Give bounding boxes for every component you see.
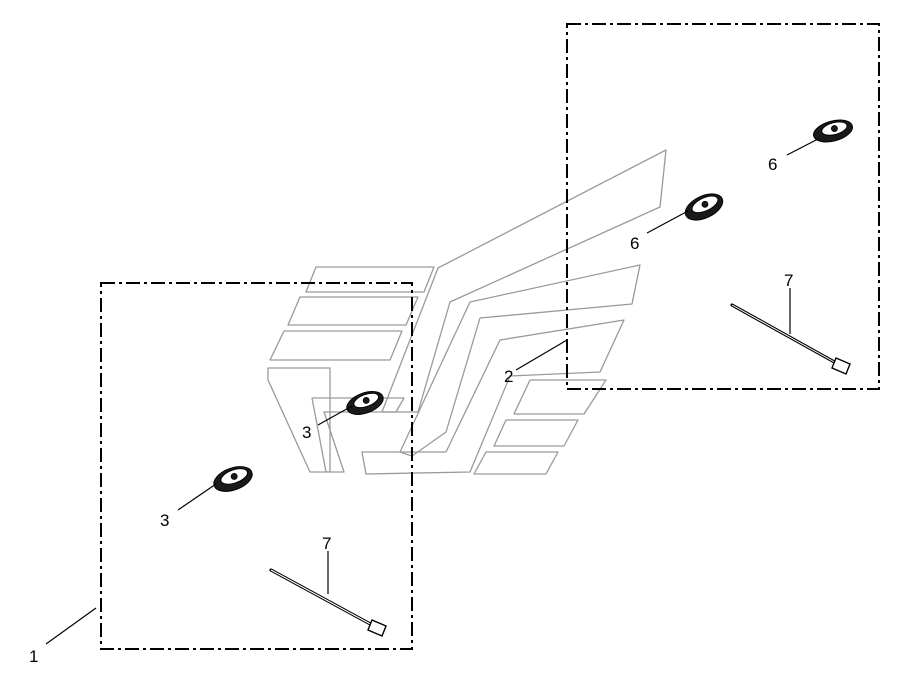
callout-tie-left: 7 [322, 534, 331, 553]
decal-outline [267, 149, 667, 475]
callout-clip-left-lower: 3 [160, 511, 169, 530]
kit-right-boundary [566, 23, 880, 390]
callout-clip-left-upper: 3 [302, 423, 311, 442]
cable-tie-right-icon [730, 303, 851, 375]
clip-right-lower-icon [684, 193, 724, 221]
leader-lines [45, 138, 819, 645]
callout-clip-right-upper: 6 [768, 155, 777, 174]
callout-decal: 2 [504, 367, 513, 386]
clip-right-upper-icon [813, 119, 853, 143]
clip-left-lower-icon [213, 466, 253, 492]
callout-tie-right: 7 [784, 271, 793, 290]
callout-kit-left: 1 [29, 647, 38, 666]
kit-left-boundary [100, 282, 413, 650]
callout-clip-right-lower: 6 [630, 234, 639, 253]
cable-tie-left-icon [269, 568, 387, 637]
clip-left-upper-icon [346, 391, 384, 415]
